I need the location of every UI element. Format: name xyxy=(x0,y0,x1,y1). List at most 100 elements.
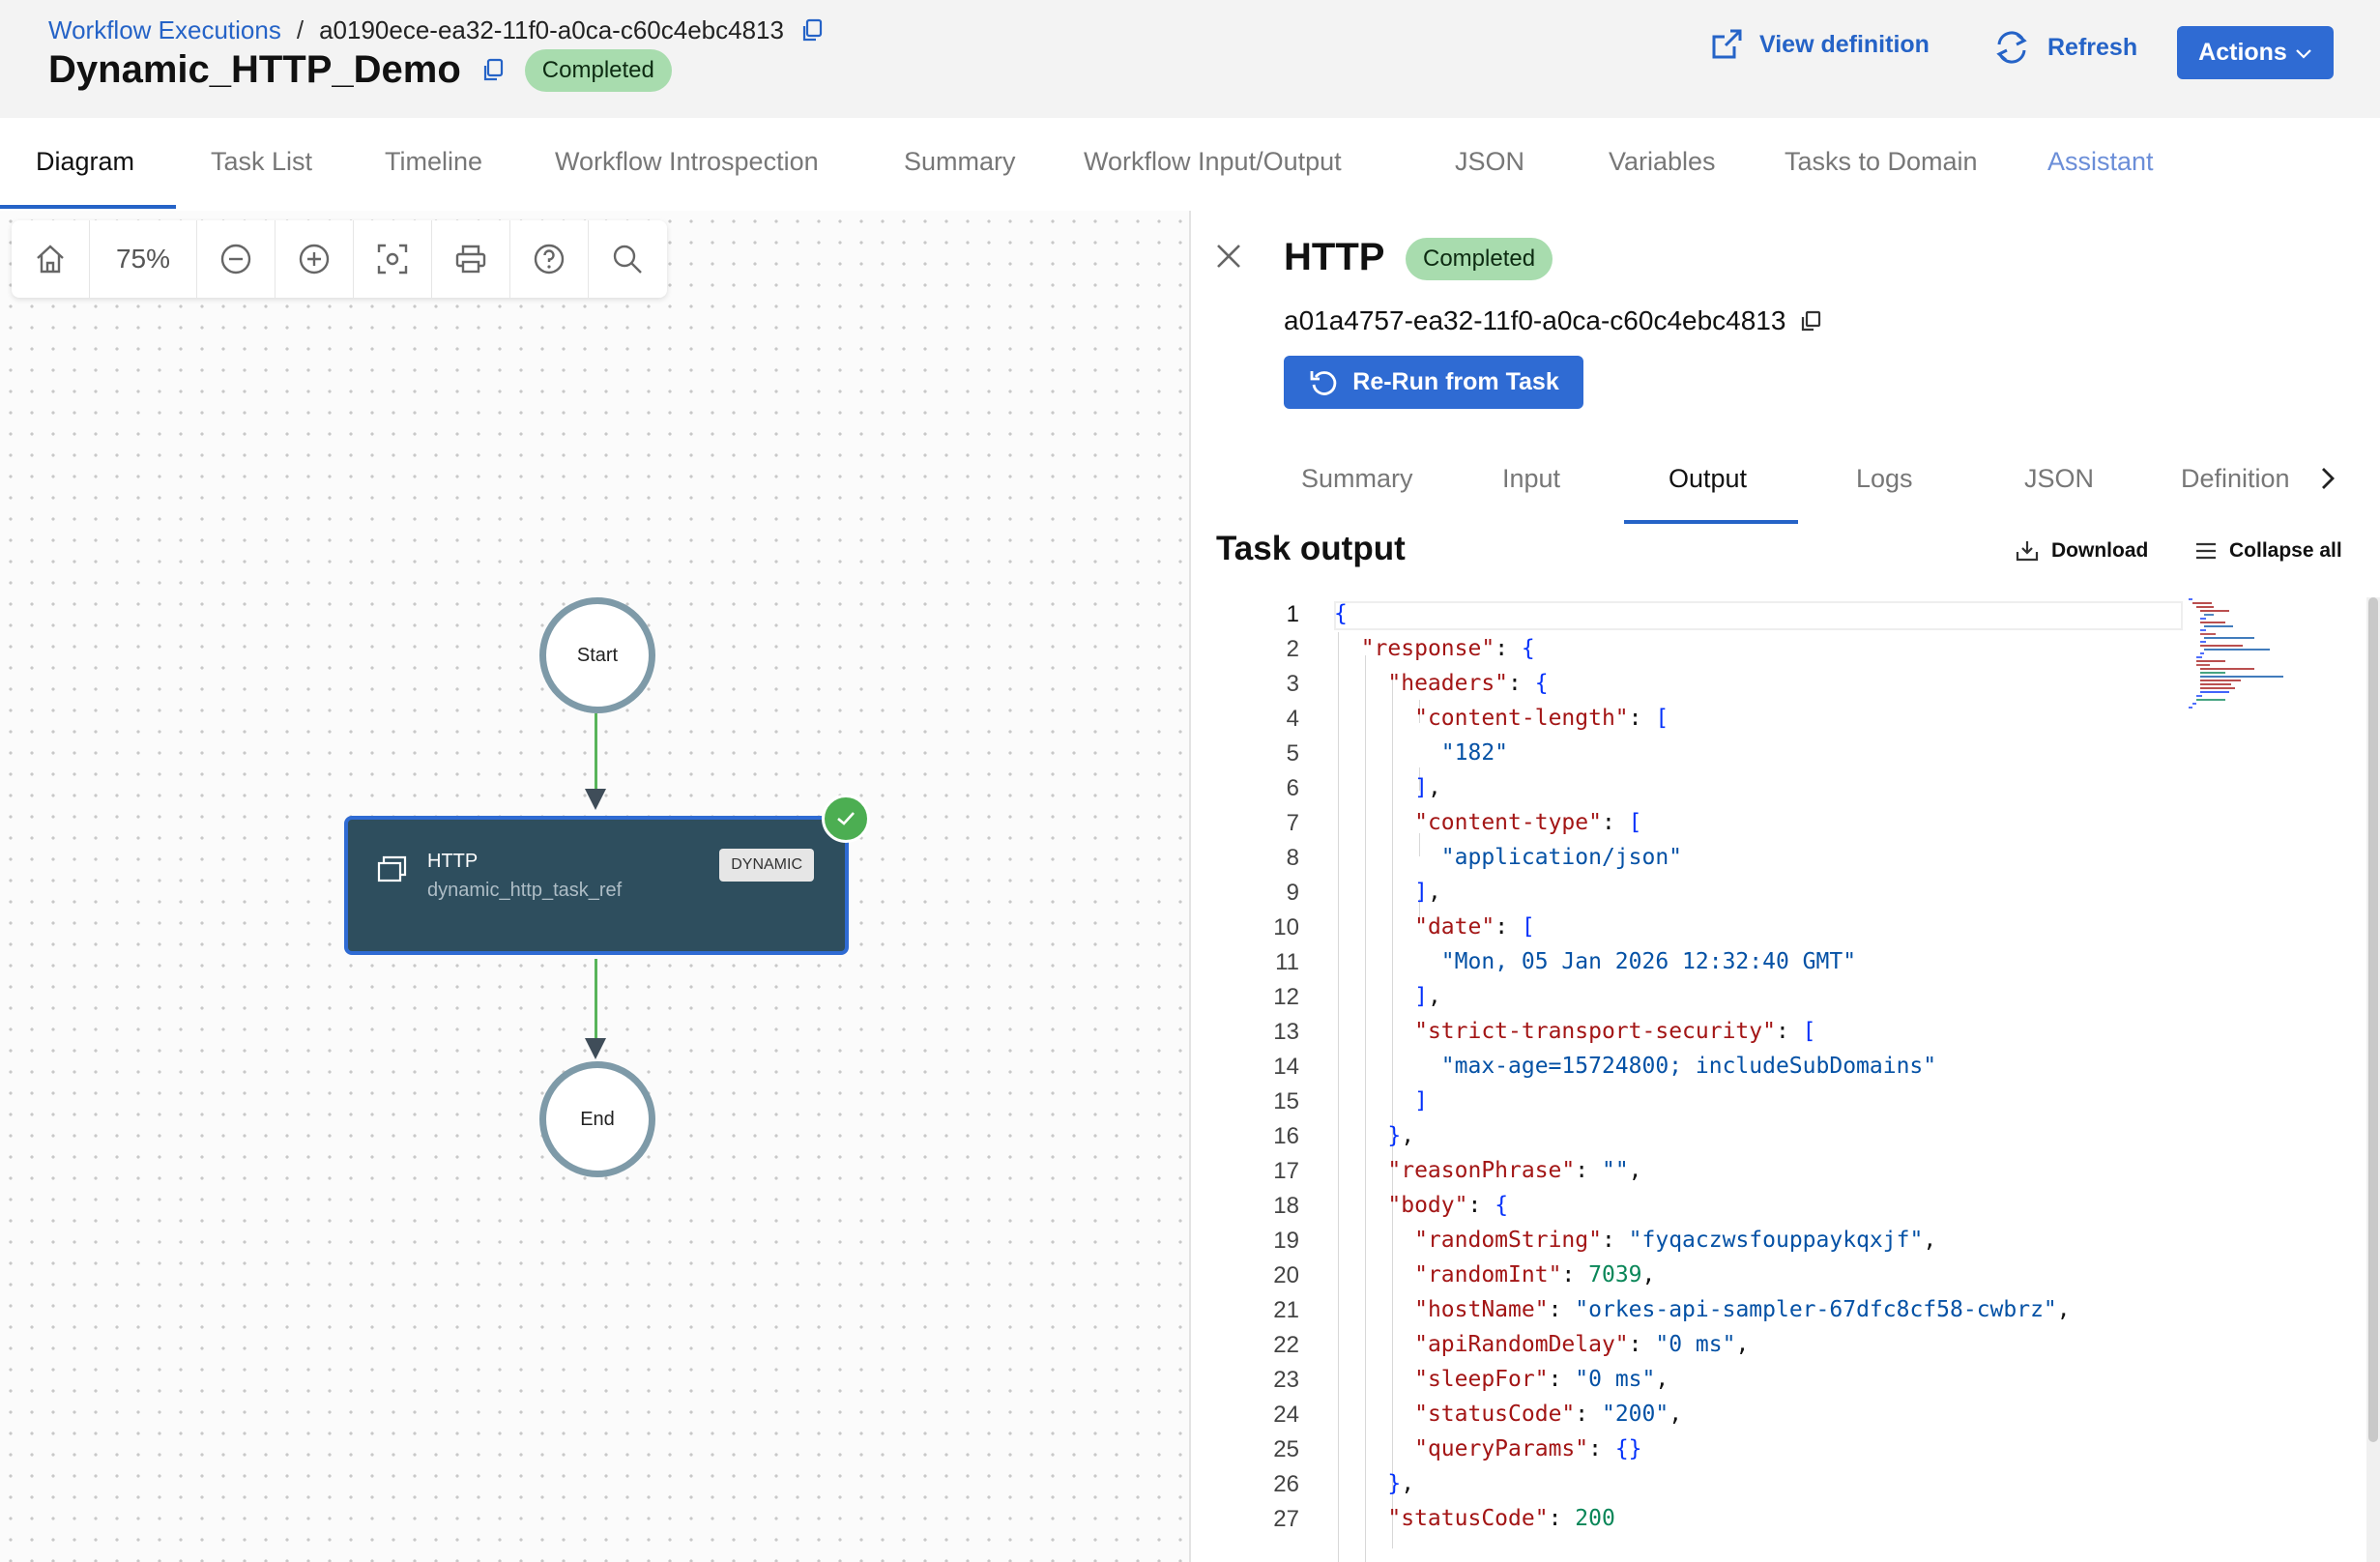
panel-active-tab-indicator xyxy=(1624,520,1798,524)
home-button[interactable] xyxy=(12,220,90,298)
tab-json[interactable]: JSON xyxy=(1455,147,1525,176)
end-node[interactable]: End xyxy=(539,1061,655,1177)
copy-icon[interactable] xyxy=(1799,309,1822,333)
code-line: "reasonPhrase": "", xyxy=(1387,1158,1642,1183)
line-number: 23 xyxy=(1273,1367,1299,1393)
line-number: 12 xyxy=(1273,984,1299,1010)
task-id: a01a4757-ea32-11f0-a0ca-c60c4ebc4813 xyxy=(1284,305,1822,336)
code-line: "strict-transport-security": [ xyxy=(1414,1019,1816,1044)
arrow-head xyxy=(585,789,606,810)
arrow-head xyxy=(585,1038,606,1059)
tab-variables[interactable]: Variables xyxy=(1609,147,1716,176)
panel-tab-definition[interactable]: Definition xyxy=(2181,464,2290,493)
code-line: "content-length": [ xyxy=(1414,706,1669,731)
start-node[interactable]: Start xyxy=(539,597,655,713)
diagram-canvas[interactable]: 75% xyxy=(0,211,1189,1562)
indent-guide xyxy=(1392,679,1393,1548)
actions-label: Actions xyxy=(2198,39,2287,66)
download-label: Download xyxy=(2051,539,2149,562)
copy-icon[interactable] xyxy=(799,18,825,43)
code-line: "response": { xyxy=(1360,636,1535,661)
collapse-all-button[interactable]: Collapse all xyxy=(2194,539,2342,563)
tab-assistant[interactable]: Assistant xyxy=(2047,147,2154,176)
code-line: ] xyxy=(1414,1088,1428,1114)
download-icon xyxy=(2015,539,2040,563)
code-line: "hostName": "orkes-api-sampler-67dfc8cf5… xyxy=(1414,1297,2071,1322)
chevron-right-icon[interactable] xyxy=(2320,466,2336,491)
panel-tab-output[interactable]: Output xyxy=(1669,464,1748,493)
code-line: "apiRandomDelay": "0 ms", xyxy=(1414,1332,1750,1357)
start-node-label: Start xyxy=(576,644,619,666)
task-window-icon xyxy=(377,854,408,883)
zoom-out-icon xyxy=(219,243,252,275)
zoom-in-icon xyxy=(298,243,331,275)
help-button[interactable] xyxy=(510,220,589,298)
task-details-panel: HTTP Completed a01a4757-ea32-11f0-a0ca-c… xyxy=(1189,211,2380,1562)
line-number: 14 xyxy=(1273,1054,1299,1080)
task-node-title: HTTP xyxy=(427,851,479,872)
breadcrumb-workflow-executions-link[interactable]: Workflow Executions xyxy=(48,15,281,44)
code-line: "randomInt": 7039, xyxy=(1414,1262,1656,1287)
zoom-level: 75% xyxy=(90,220,197,298)
code-line: { xyxy=(1334,601,1348,626)
actions-button[interactable]: Actions xyxy=(2177,26,2334,79)
tab-workflow-input-output[interactable]: Workflow Input/Output xyxy=(1084,147,1342,176)
code-line: "statusCode": 200 xyxy=(1387,1506,1615,1531)
code-line: ], xyxy=(1414,775,1441,800)
rerun-from-task-button[interactable]: Re-Run from Task xyxy=(1284,356,1583,409)
tab-tasks-to-domain[interactable]: Tasks to Domain xyxy=(1785,147,1978,176)
tab-task-list[interactable]: Task List xyxy=(211,147,313,176)
line-number: 1 xyxy=(1286,601,1299,627)
refresh-button[interactable]: Refresh xyxy=(1991,27,2137,68)
indent-guide xyxy=(1419,899,1420,922)
panel-tab-json[interactable]: JSON xyxy=(2024,464,2095,493)
zoom-out-button[interactable] xyxy=(197,220,276,298)
line-number: 8 xyxy=(1286,845,1299,871)
code-line: ], xyxy=(1414,880,1441,905)
search-button[interactable] xyxy=(589,220,666,298)
code-line: ], xyxy=(1414,984,1441,1009)
download-button[interactable]: Download xyxy=(2015,539,2148,563)
line-number: 19 xyxy=(1273,1228,1299,1254)
view-definition-button[interactable]: View definition xyxy=(1709,27,1930,62)
tab-diagram[interactable]: Diagram xyxy=(36,147,135,176)
line-number: 3 xyxy=(1286,671,1299,697)
code-line: }, xyxy=(1387,1123,1415,1148)
home-icon xyxy=(34,243,67,275)
json-code-editor[interactable]: 1 2 3 4 5 6 7 8 9 10 11 12 13 14 15 16 1… xyxy=(1191,597,2380,1562)
editor-scrollbar-thumb[interactable] xyxy=(2368,597,2378,1442)
panel-tab-summary[interactable]: Summary xyxy=(1301,464,1413,493)
edge-start-to-task xyxy=(595,713,597,789)
print-button[interactable] xyxy=(432,220,510,298)
close-icon[interactable] xyxy=(1214,242,1243,271)
task-id-value: a01a4757-ea32-11f0-a0ca-c60c4ebc4813 xyxy=(1284,305,1786,335)
copy-icon[interactable] xyxy=(480,58,506,83)
tab-summary[interactable]: Summary xyxy=(904,147,1016,176)
line-number: 13 xyxy=(1273,1019,1299,1045)
task-node-http[interactable]: HTTP dynamic_http_task_ref DYNAMIC xyxy=(344,816,849,955)
fit-view-button[interactable] xyxy=(354,220,432,298)
code-line: "statusCode": "200", xyxy=(1414,1402,1683,1427)
zoom-in-button[interactable] xyxy=(276,220,354,298)
external-link-icon xyxy=(1709,27,1744,62)
panel-tab-logs[interactable]: Logs xyxy=(1856,464,1913,493)
line-number: 5 xyxy=(1286,740,1299,767)
current-line-highlight xyxy=(1334,601,2183,630)
active-tab-indicator xyxy=(0,205,176,209)
panel-tab-input[interactable]: Input xyxy=(1502,464,1561,493)
line-number: 24 xyxy=(1273,1402,1299,1428)
tab-timeline[interactable]: Timeline xyxy=(385,147,483,176)
line-number: 25 xyxy=(1273,1436,1299,1462)
line-number: 21 xyxy=(1273,1297,1299,1323)
code-minimap[interactable] xyxy=(2187,597,2293,713)
line-number: 26 xyxy=(1273,1471,1299,1497)
page-header: Workflow Executions / a0190ece-ea32-11f0… xyxy=(0,0,2380,118)
code-line: "content-type": [ xyxy=(1414,810,1642,835)
task-type-tag: DYNAMIC xyxy=(719,849,814,882)
tab-workflow-introspection[interactable]: Workflow Introspection xyxy=(555,147,819,176)
code-line: "application/json" xyxy=(1440,845,1683,870)
panel-status-badge: Completed xyxy=(1406,238,1553,280)
code-line: "date": [ xyxy=(1414,914,1535,940)
code-line: "182" xyxy=(1440,740,1509,766)
line-number: 2 xyxy=(1286,636,1299,662)
